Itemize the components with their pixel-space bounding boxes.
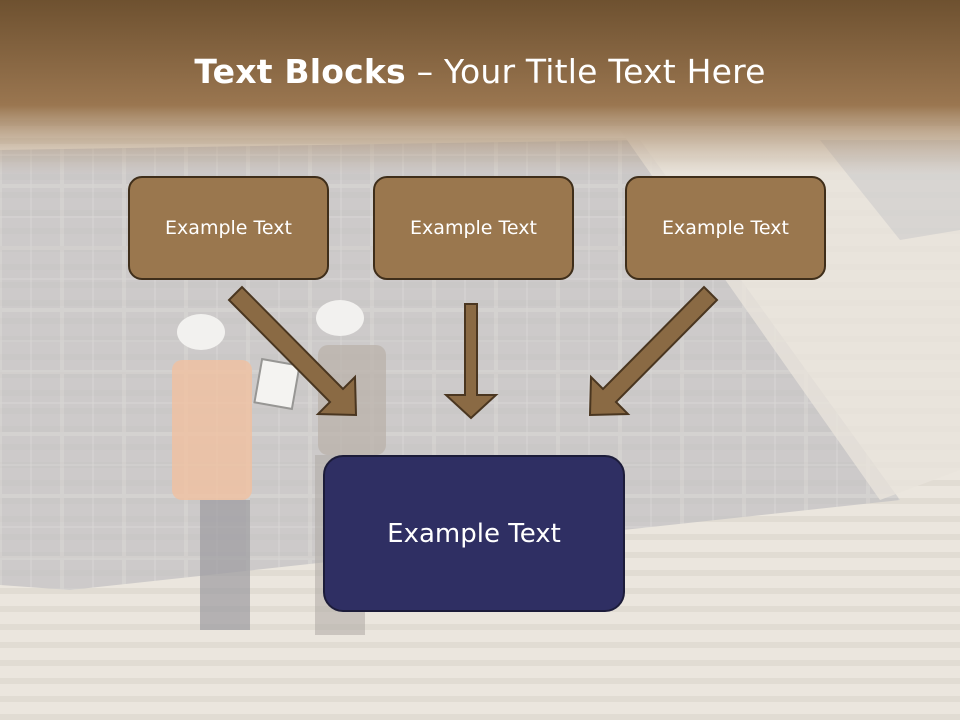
title-bold: Text Blocks xyxy=(194,52,406,91)
text-block-1[interactable]: Example Text xyxy=(128,176,329,280)
title-rest: – Your Title Text Here xyxy=(405,52,766,91)
arrow-left-icon xyxy=(227,285,358,417)
slide-title: Text Blocks – Your Title Text Here xyxy=(0,52,960,91)
text-block-2[interactable]: Example Text xyxy=(373,176,574,280)
text-block-3[interactable]: Example Text xyxy=(625,176,826,280)
arrow-down-icon xyxy=(443,303,499,420)
arrow-right-icon xyxy=(588,285,719,417)
main-text-block[interactable]: Example Text xyxy=(323,455,625,612)
